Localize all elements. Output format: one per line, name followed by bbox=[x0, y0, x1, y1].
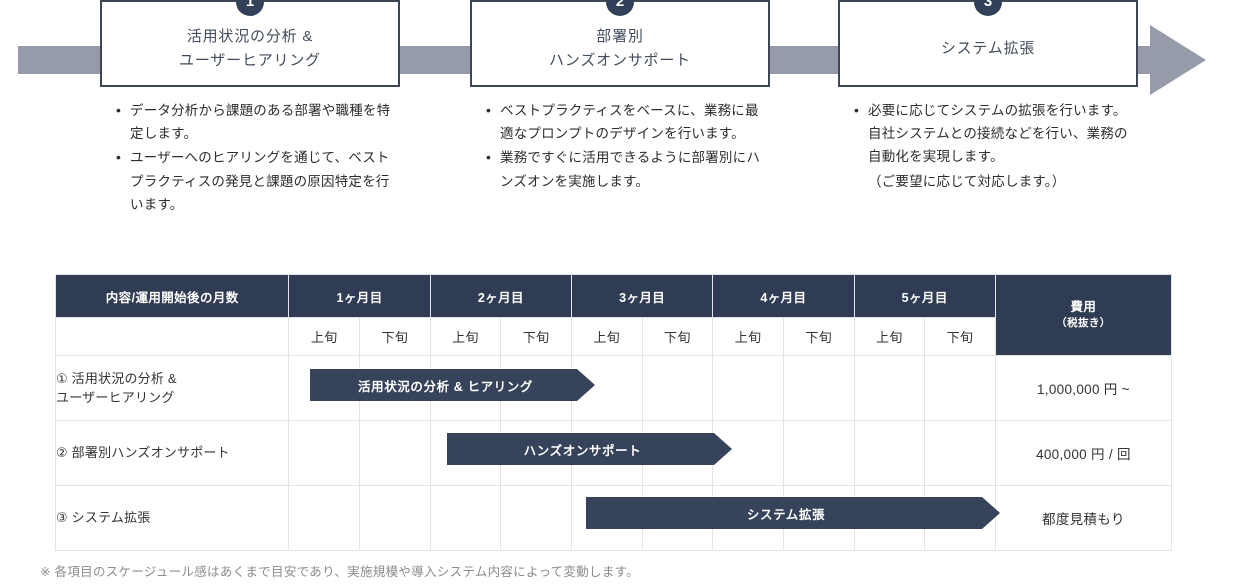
row-1-cell-m4e bbox=[712, 355, 784, 421]
row-3-cell-m2e bbox=[429, 485, 502, 551]
row-1-cell-m1e bbox=[288, 355, 361, 421]
row-2-cell-m5e bbox=[853, 420, 926, 486]
row-1-label: ① 活用状況の分析 & ユーザーヒアリング bbox=[54, 355, 290, 421]
header-item-label: 内容/運用開始後の月数 bbox=[54, 274, 290, 318]
row-1-cell-m3l bbox=[641, 355, 714, 421]
step-3-bullet-list: 必要に応じてシステムの拡張を行います。自社システムとの接続などを行い、業務の自動… bbox=[838, 98, 1138, 193]
row-3-cell-m3e bbox=[571, 485, 643, 551]
row-1-cell-m2l bbox=[500, 355, 572, 421]
header-month-5: 5ヶ月目 bbox=[853, 274, 996, 318]
step-1-bullet-list: データ分析から課題のある部署や職種を特定します。 ユーザーへのヒアリングを通じて… bbox=[100, 98, 400, 216]
subheader-m2-late: 下旬 bbox=[500, 317, 572, 356]
row-2-cost: 400,000 円 / 回 bbox=[994, 420, 1173, 486]
step-2-bullet-0: ベストプラクティスをベースに、業務に最適なプロンプトのデザインを行います。 bbox=[486, 98, 764, 145]
row-1-cell-m2e bbox=[429, 355, 502, 421]
row-1-cost: 1,000,000 円 ~ bbox=[994, 355, 1173, 421]
table-header-row-months: 内容/運用開始後の月数 1ヶ月目 2ヶ月目 3ヶ月目 4ヶ月目 5ヶ月目 費用 … bbox=[54, 274, 1173, 356]
process-arrow-head-icon bbox=[1150, 25, 1206, 95]
table-row: ② 部署別ハンズオンサポート 400,000 円 / 回 bbox=[54, 420, 1173, 486]
step-2-box[interactable]: 2 部署別 ハンズオンサポート bbox=[470, 0, 770, 87]
row-3-cell-m1e bbox=[288, 485, 361, 551]
row-2-cell-m4l bbox=[782, 420, 855, 486]
row-1-cell-m3e bbox=[571, 355, 643, 421]
step-1-bullet-1: ユーザーへのヒアリングを通じて、ベストプラクティスの発見と課題の原因特定を行いま… bbox=[116, 145, 394, 216]
row-1-cell-m5e bbox=[853, 355, 926, 421]
step-2-bullet-list: ベストプラクティスをベースに、業務に最適なプロンプトのデザインを行います。 業務… bbox=[470, 98, 770, 193]
subheader-m1-early: 上旬 bbox=[288, 317, 361, 356]
row-3-cell-m1l bbox=[359, 485, 431, 551]
footnote-text: ※ 各項目のスケージュール感はあくまで目安であり、実施規模や導入システム内容によ… bbox=[40, 565, 639, 579]
subheader-m4-late: 下旬 bbox=[782, 317, 855, 356]
step-2-title: 部署別 ハンズオンサポート bbox=[549, 28, 691, 69]
row-2-cell-m4e bbox=[712, 420, 784, 486]
subheader-blank bbox=[54, 317, 290, 356]
schedule-table: 内容/運用開始後の月数 1ヶ月目 2ヶ月目 3ヶ月目 4ヶ月目 5ヶ月目 費用 … bbox=[54, 274, 1173, 551]
step-3-number-badge: 3 bbox=[974, 0, 1002, 16]
process-step-2[interactable]: 2 部署別 ハンズオンサポート ベストプラクティスをベースに、業務に最適なプロン… bbox=[470, 0, 770, 194]
step-2-bullet-1: 業務ですぐに活用できるように部署別にハンズオンを実施します。 bbox=[486, 145, 764, 192]
row-3-cell-m4e bbox=[712, 485, 784, 551]
row-2-cell-m2e bbox=[429, 420, 502, 486]
row-3-cell-m2l bbox=[500, 485, 572, 551]
header-month-1: 1ヶ月目 bbox=[288, 274, 431, 318]
row-2-cell-m3e bbox=[571, 420, 643, 486]
row-1-cell-m1l bbox=[359, 355, 431, 421]
step-3-box[interactable]: 3 システム拡張 bbox=[838, 0, 1138, 87]
step-3-bullet-0: 必要に応じてシステムの拡張を行います。自社システムとの接続などを行い、業務の自動… bbox=[854, 98, 1132, 169]
row-2-cell-m5l bbox=[924, 420, 996, 486]
step-1-bullet-0: データ分析から課題のある部署や職種を特定します。 bbox=[116, 98, 394, 145]
process-flow-section: 1 活用状況の分析 & ユーザーヒアリング データ分析から課題のある部署や職種を… bbox=[0, 0, 1244, 250]
row-3-cost: 都度見積もり bbox=[994, 485, 1173, 551]
row-3-cell-m5e bbox=[853, 485, 926, 551]
process-step-3[interactable]: 3 システム拡張 必要に応じてシステムの拡張を行います。自社システムとの接続など… bbox=[838, 0, 1138, 194]
header-cost-sub: （税抜き） bbox=[1056, 317, 1111, 330]
step-3-bullet-1: （ご要望に応じて対応します。） bbox=[868, 173, 1066, 189]
subheader-m1-late: 下旬 bbox=[359, 317, 431, 356]
step-1-box[interactable]: 1 活用状況の分析 & ユーザーヒアリング bbox=[100, 0, 400, 87]
step-1-number-badge: 1 bbox=[236, 0, 264, 16]
subheader-m3-early: 上旬 bbox=[571, 317, 643, 356]
row-1-cell-m4l bbox=[782, 355, 855, 421]
subheader-m3-late: 下旬 bbox=[641, 317, 714, 356]
row-3-cell-m3l bbox=[641, 485, 714, 551]
table-row: ① 活用状況の分析 & ユーザーヒアリング 1,000,000 円 ~ bbox=[54, 355, 1173, 421]
row-2-cell-m1l bbox=[359, 420, 431, 486]
step-1-title: 活用状況の分析 & ユーザーヒアリング bbox=[179, 28, 321, 69]
row-2-cell-m3l bbox=[641, 420, 714, 486]
table-header-row-halves: 上旬 下旬 上旬 下旬 上旬 下旬 上旬 下旬 上旬 下旬 bbox=[54, 317, 1172, 356]
header-month-2: 2ヶ月目 bbox=[429, 274, 573, 318]
subheader-m5-early: 上旬 bbox=[853, 317, 926, 356]
header-cost-main: 費用 bbox=[1070, 300, 1097, 315]
row-3-cell-m4l bbox=[782, 485, 855, 551]
header-cost: 費用 （税抜き） bbox=[994, 274, 1173, 356]
row-2-label: ② 部署別ハンズオンサポート bbox=[54, 420, 290, 486]
row-1-cell-m5l bbox=[924, 355, 996, 421]
subheader-m5-late: 下旬 bbox=[924, 317, 996, 356]
step-3-title: システム拡張 bbox=[940, 39, 1036, 57]
header-month-4: 4ヶ月目 bbox=[712, 274, 855, 318]
subheader-m2-early: 上旬 bbox=[429, 317, 502, 356]
step-2-number-badge: 2 bbox=[606, 0, 634, 16]
row-3-cell-m5l bbox=[924, 485, 996, 551]
header-month-3: 3ヶ月目 bbox=[570, 274, 714, 318]
row-3-label: ③ システム拡張 bbox=[54, 485, 290, 551]
row-2-cell-m2l bbox=[500, 420, 572, 486]
row-2-cell-m1e bbox=[288, 420, 361, 486]
process-step-1[interactable]: 1 活用状況の分析 & ユーザーヒアリング データ分析から課題のある部署や職種を… bbox=[100, 0, 400, 217]
table-row: ③ システム拡張 都度見積もり bbox=[54, 485, 1173, 551]
subheader-m4-early: 上旬 bbox=[712, 317, 784, 356]
